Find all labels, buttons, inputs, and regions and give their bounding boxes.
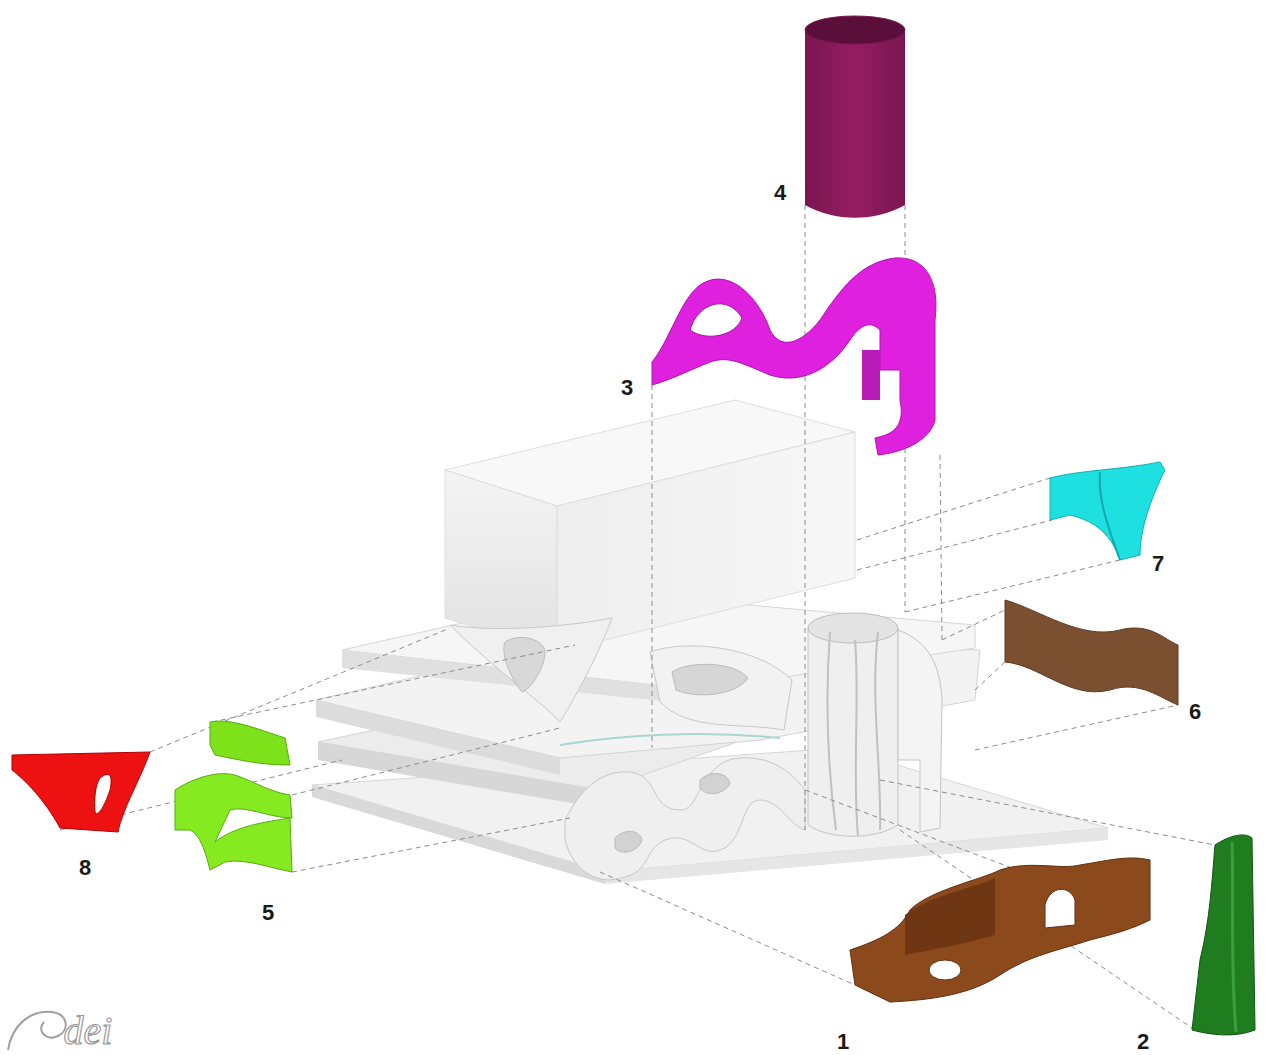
projection-line [150, 628, 450, 752]
part-walls [175, 721, 292, 872]
cylinder-body [808, 628, 898, 836]
cylinder-top [805, 16, 905, 44]
beam-shade [862, 350, 880, 400]
column-shape [1192, 835, 1255, 1035]
panel-shape [1050, 462, 1165, 560]
form-hole [700, 774, 730, 794]
funnel-form [450, 618, 612, 722]
cylinder-rib [855, 640, 858, 836]
callout-number: 8 [79, 855, 91, 881]
beam-hole [690, 304, 742, 336]
wave-hole [1045, 889, 1075, 928]
core-cylinder [808, 613, 942, 836]
callout-number: 6 [1189, 699, 1201, 725]
projection-line [975, 705, 1178, 750]
callout-number: 1 [837, 1029, 849, 1055]
projection-line [857, 520, 1052, 570]
wave-form [565, 758, 805, 880]
form-hole [615, 831, 642, 852]
logo-swirl [8, 1012, 66, 1050]
part-panel [1050, 462, 1165, 560]
callout-number: 7 [1152, 551, 1164, 577]
part-band [1005, 600, 1178, 705]
projection-line [212, 645, 575, 722]
beam-shape [652, 258, 936, 455]
part-column [1192, 835, 1255, 1035]
sculpted-forms [450, 618, 805, 880]
panel-fold [1100, 472, 1120, 560]
projection-line [940, 455, 942, 640]
part-cylinder [805, 16, 905, 218]
volume-right [557, 432, 855, 652]
part-beam [652, 258, 936, 455]
callout-number: 3 [621, 375, 633, 401]
wall-shape [175, 774, 292, 872]
projection-line [975, 662, 1005, 690]
callout-number: 4 [774, 180, 786, 206]
projection-line [292, 728, 560, 795]
projection-line [942, 610, 1005, 640]
projection-line [857, 478, 1050, 540]
form-hole [504, 637, 545, 692]
wave-hole [929, 960, 961, 980]
callout-number: 2 [1137, 1029, 1149, 1055]
wall-shape [210, 721, 290, 765]
projection-line [292, 818, 570, 872]
loop-form [650, 646, 792, 730]
building-volume [445, 400, 855, 652]
projection-lines [60, 205, 1215, 1030]
wave-dark [905, 878, 995, 955]
part-funnel [12, 752, 150, 832]
cylinder-body [805, 30, 905, 218]
slab-glass [560, 734, 780, 745]
projection-line [600, 872, 855, 985]
projection-line [805, 205, 806, 830]
funnel-shape [12, 752, 150, 832]
form-hole [672, 664, 748, 695]
projection-line [880, 780, 1215, 845]
part-wave [850, 858, 1150, 1002]
callout-number: 5 [262, 900, 274, 926]
funnel-hole [95, 774, 111, 813]
cylinder-top [808, 613, 898, 643]
watermark: dei [64, 1007, 113, 1054]
volume-front [445, 470, 557, 652]
column-highlight [1232, 842, 1236, 1032]
projection-line [652, 385, 653, 748]
cylinder-rib [875, 632, 880, 830]
curved-wall [898, 630, 942, 832]
wave-shape [850, 858, 1150, 1002]
